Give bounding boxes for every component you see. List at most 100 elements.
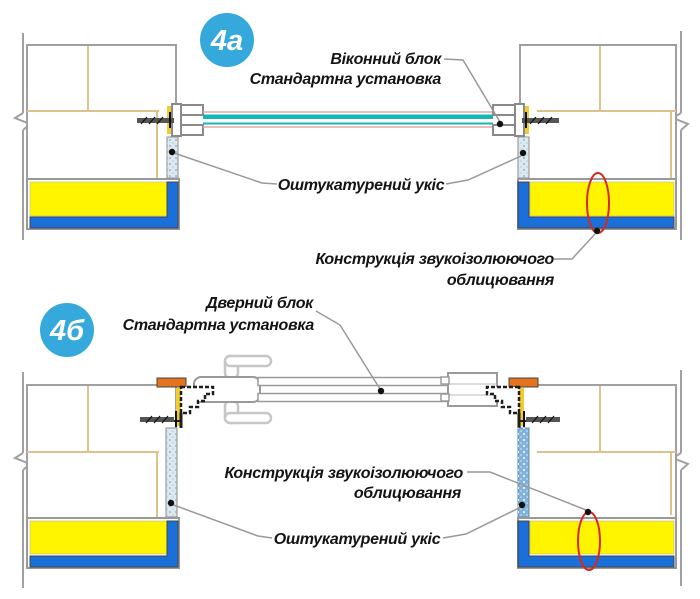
masonry-joints [537, 386, 676, 515]
leader-door-block [315, 310, 381, 390]
labels-4b: Дверний блок Стандартна установка Констр… [123, 295, 464, 548]
frame-steps [485, 385, 521, 415]
hatch-tick [156, 116, 164, 125]
masonry-joints [537, 46, 676, 178]
screw-hatch [145, 415, 169, 424]
insulation-yellow [529, 520, 675, 555]
label-cladding-line2: облицювання [354, 485, 462, 502]
sealant-strip [176, 388, 181, 426]
badge-circle [40, 303, 94, 357]
masonry-joints [27, 386, 159, 517]
sill-slab-left [26, 517, 180, 569]
anchor-screw-left [137, 112, 174, 128]
slope-texture [518, 137, 529, 178]
sill-slab-right [517, 517, 677, 569]
plaster-slope-left [166, 136, 179, 179]
sealant-strip [519, 388, 524, 426]
frame-arm-bottom [180, 124, 204, 136]
leader-slope-right [442, 506, 522, 539]
label-door-block-line1: Дверний блок [204, 295, 314, 312]
hatch-tick [537, 116, 545, 125]
label-cladding-line1: Конструкція звукоізолюючого [315, 251, 554, 268]
marker-dots-4b [167, 387, 592, 516]
hatch-tick [531, 415, 539, 424]
leaf-face-bottom [257, 392, 450, 403]
casing-orange [508, 377, 539, 388]
leader-slope-left [170, 503, 273, 539]
screw-hatch [531, 415, 555, 424]
hatch-tick [148, 116, 156, 125]
anchor-screw-right [523, 411, 560, 427]
frame-arm-top [492, 104, 516, 116]
slab-blue [517, 520, 675, 568]
panel-4b: 4б Дверний блок Стандартна установка Кон… [12, 295, 690, 588]
slab-blue [517, 181, 675, 229]
casing-orange [156, 377, 187, 388]
label-plaster-slope: Оштукатурений укіс [278, 177, 445, 194]
hatch-tick [539, 415, 547, 424]
wall-right-4a [492, 31, 690, 240]
slope-texture [518, 428, 529, 517]
wall-left-4a [12, 33, 204, 240]
insulation-yellow [29, 181, 168, 217]
label-window-block-line2: Стандартна установка [250, 71, 442, 88]
marker-dot-slope-left [167, 499, 175, 507]
badge-4a: 4а [200, 13, 254, 67]
labels-4a: Віконний блок Стандартна установка Оштук… [250, 51, 556, 289]
glazing-edges [203, 111, 493, 128]
leader-slope-left [173, 152, 278, 185]
leaf-face-top [257, 376, 450, 387]
hatch-tick [529, 116, 537, 125]
slope-texture [167, 137, 178, 178]
label-door-block-line2: Стандартна установка [123, 317, 315, 334]
leader-lines-4b [170, 310, 587, 539]
insulation-yellow [529, 181, 675, 217]
marker-dots-4a [168, 120, 601, 235]
wall-right-4b [485, 370, 690, 586]
wall-left-4b [12, 372, 177, 588]
slope-texture [166, 428, 177, 517]
panel-4a: 4а Віконний блок Стандартна установка Ош… [12, 13, 690, 289]
window-frame-right [492, 103, 525, 137]
leaf-rebate-step [440, 376, 450, 385]
marker-dot-slope-left [168, 148, 176, 156]
label-plaster-slope: Оштукатурений укіс [274, 531, 441, 548]
anchor-screw-right [522, 112, 559, 128]
marker-dot-cladding [584, 508, 592, 516]
badge-circle [200, 13, 254, 67]
hatch-tick [140, 116, 148, 125]
hinge-bottom-plate [223, 411, 273, 425]
frame-arm-bottom [492, 124, 516, 136]
label-window-block-line1: Віконний блок [330, 51, 442, 68]
hatch-tick [145, 415, 153, 424]
marker-dot-cladding [593, 227, 601, 235]
hatch-tick [161, 415, 169, 424]
insulation-yellow [29, 520, 168, 555]
slab-blue [29, 181, 179, 229]
anchor-screw-left [140, 411, 177, 427]
marker-dot-window [496, 120, 504, 128]
frame-arm-top [180, 104, 204, 116]
window-glazing [203, 111, 493, 128]
marker-dot-door [377, 387, 385, 395]
badge-label: 4б [49, 315, 85, 347]
door-leaf [193, 354, 498, 425]
leader-slope-right [445, 155, 522, 185]
window-frame-left [171, 103, 204, 137]
leader-cladding [467, 471, 587, 511]
marker-dot-slope-right [519, 149, 527, 157]
plaster-slope-right [517, 136, 530, 179]
slab-blue [29, 520, 179, 568]
glazing-pane-thick [203, 114, 493, 119]
badge-label: 4а [210, 25, 243, 57]
screw-body [137, 118, 174, 123]
marker-dot-slope-right [518, 501, 526, 509]
door-jamb-left [26, 377, 215, 569]
door-frame-profile [485, 385, 530, 428]
label-cladding-line2: облицювання [447, 272, 555, 289]
leader-window-block [443, 58, 501, 123]
leaf-rebate-step [440, 393, 450, 402]
leader-cladding [554, 233, 596, 260]
